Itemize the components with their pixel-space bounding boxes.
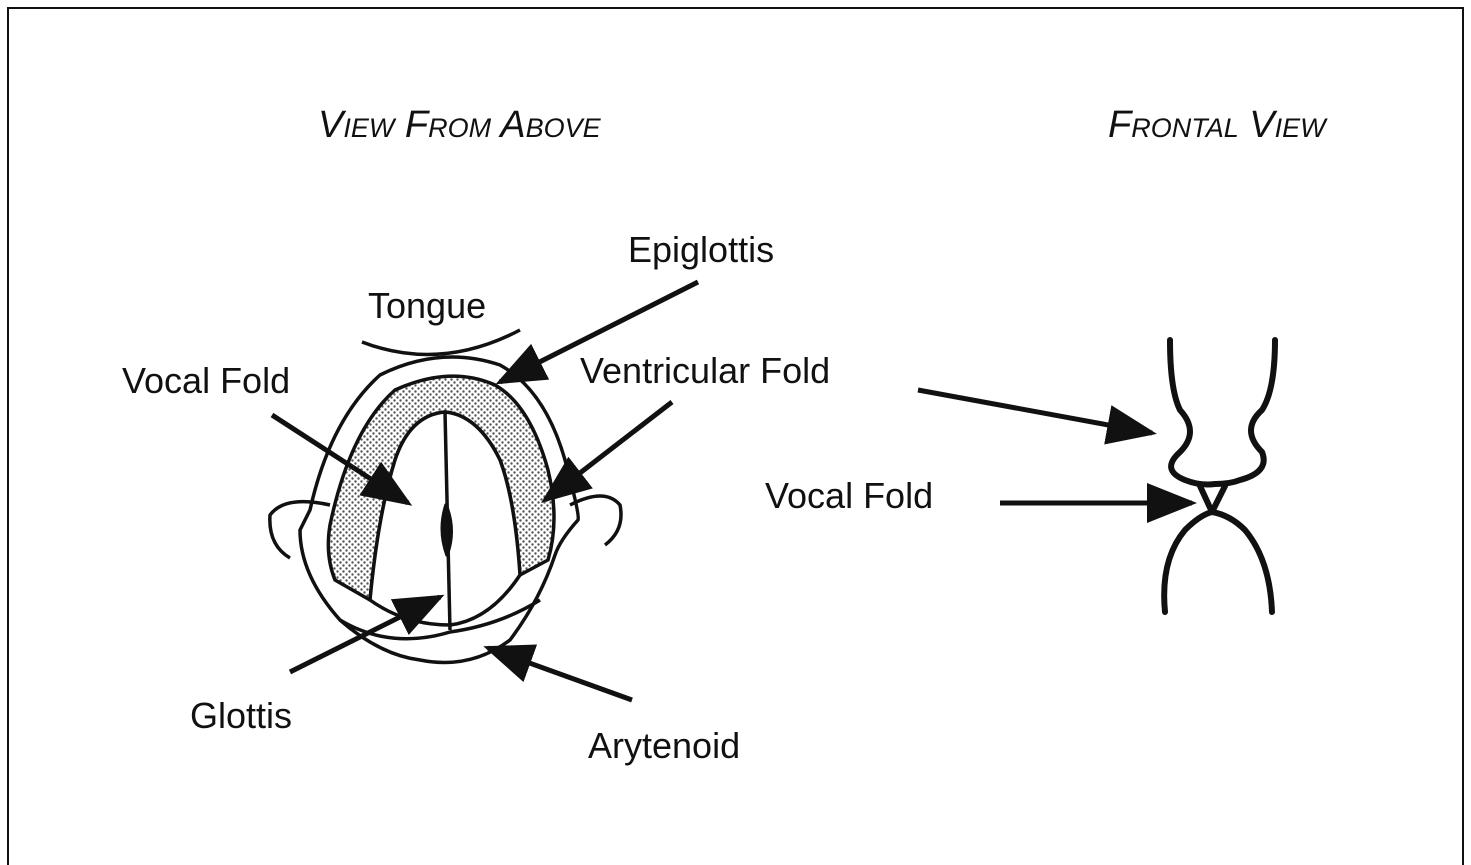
vocal-fold-upper — [1200, 486, 1225, 512]
label-ventricular-fold: Ventricular Fold — [580, 350, 830, 391]
label-tongue: Tongue — [368, 285, 486, 326]
title-frontal-view: Frontal View — [1108, 104, 1328, 146]
arrow-ventricular-fold-frontal — [918, 390, 1152, 433]
label-epiglottis: Epiglottis — [628, 229, 774, 270]
vocal-fold-lower — [1164, 512, 1272, 612]
label-arytenoid: Arytenoid — [588, 725, 740, 766]
glottis-slit — [442, 505, 451, 555]
title-view-from-above: View From Above — [318, 104, 602, 146]
ventricular-fold-outline — [1170, 340, 1275, 485]
larynx-top-view — [270, 330, 621, 663]
arrow-arytenoid — [488, 648, 632, 700]
tongue-outline — [362, 330, 520, 355]
label-glottis: Glottis — [190, 695, 292, 736]
larynx-frontal-view — [1164, 340, 1275, 612]
label-vocal-fold-right: Vocal Fold — [765, 475, 933, 516]
label-vocal-fold-left: Vocal Fold — [122, 360, 290, 401]
